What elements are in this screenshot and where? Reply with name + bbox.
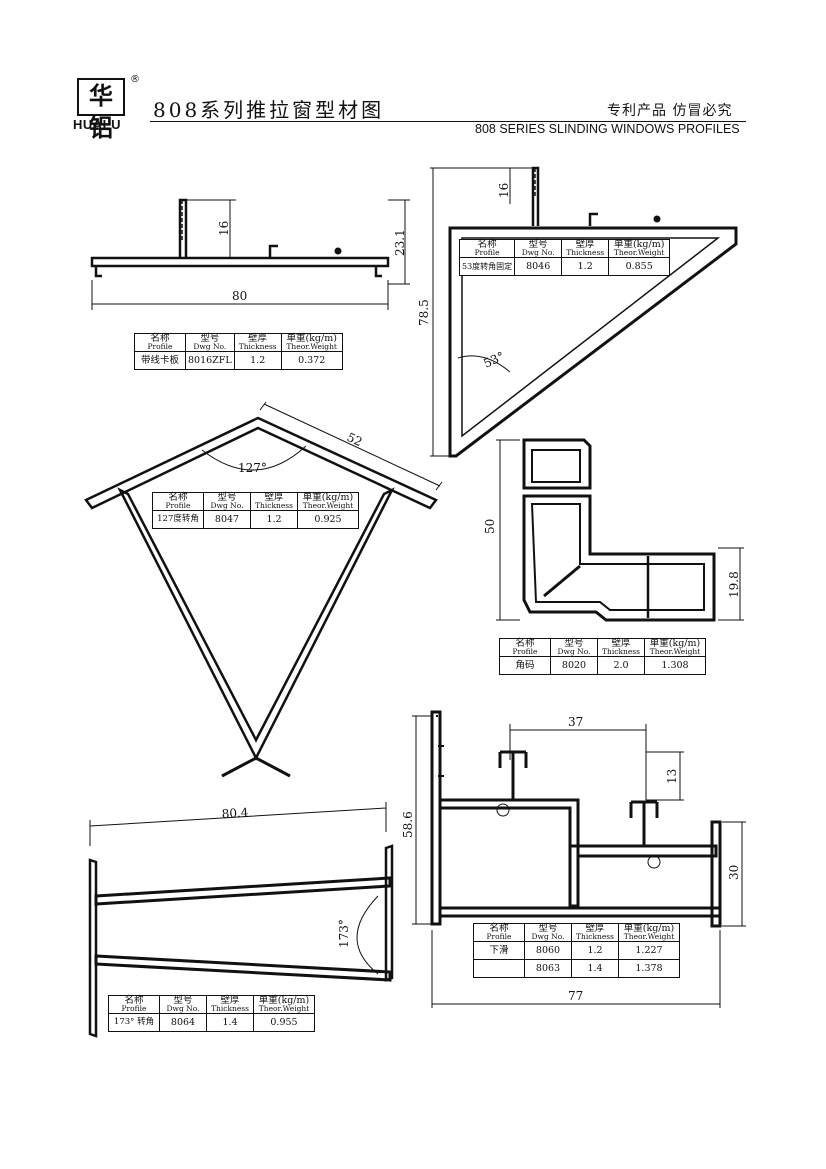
profile-8016zfl-drawing (90, 198, 410, 310)
title-rule (150, 121, 746, 122)
brand-name: HUALU (73, 117, 121, 132)
dim-8016-height: 16 (217, 221, 231, 236)
profile-name: 下滑 (473, 941, 525, 960)
profile-8060-drawing (412, 710, 746, 1008)
weight: 0.955 (253, 1013, 315, 1032)
dim-8046-total-height: 78.5 (417, 299, 431, 326)
thickness: 1.4 (571, 959, 619, 978)
dim-8016-total-height: 23.1 (393, 229, 407, 256)
page-title: 808系列推拉窗型材图 (153, 98, 385, 122)
weight: 0.925 (297, 510, 359, 529)
profile-name: 127度转角 (152, 510, 204, 529)
weight: 0.372 (280, 351, 343, 370)
profile-8020-drawing (496, 438, 744, 622)
profile-name: 173° 转角 (108, 1013, 160, 1032)
dwg-no: 8063 (524, 959, 572, 978)
weight: 1.227 (618, 941, 680, 960)
dim-8046-height: 16 (497, 183, 511, 198)
profile-8046-drawing (430, 166, 738, 458)
profile-name: 53度转角固定 (458, 257, 516, 276)
dim-8046-angle: 53° (481, 349, 506, 371)
thickness: 2.0 (597, 656, 645, 675)
profile-name (473, 959, 525, 978)
weight: 0.855 (608, 257, 671, 276)
dim-8060-height-small: 13 (665, 769, 679, 784)
weight: 1.308 (644, 656, 706, 675)
dwg-no: 8016ZFL (185, 351, 235, 370)
brand-logo: 华铝 (77, 78, 125, 142)
dwg-no: 8064 (159, 1013, 207, 1032)
dim-8047-side: 52 (345, 430, 365, 449)
patent-note: 专利产品 仿冒必究 (607, 103, 733, 119)
thickness: 1.2 (571, 941, 619, 960)
dwg-no: 8060 (524, 941, 572, 960)
profile-8064-drawing (88, 802, 394, 1038)
dwg-no: 8046 (514, 257, 563, 276)
dim-8047-angle: 127° (238, 461, 267, 475)
thickness: 1.2 (561, 257, 610, 276)
thickness: 1.4 (206, 1013, 254, 1032)
dim-8060-width: 77 (568, 989, 583, 1003)
dim-8064-width: 80.4 (221, 805, 249, 821)
dim-8020-height: 50 (483, 519, 497, 534)
dim-8016-width: 80 (232, 289, 247, 303)
profile-name: 角码 (499, 656, 551, 675)
dim-8060-height: 58.6 (401, 811, 415, 838)
thickness: 1.2 (250, 510, 298, 529)
weight: 1.378 (618, 959, 680, 978)
dwg-no: 8020 (550, 656, 598, 675)
page-subtitle: 808 SERIES SLINDING WINDOWS PROFILES (475, 122, 740, 136)
registered-mark: ® (130, 74, 140, 85)
dim-8060-width-top: 37 (568, 715, 583, 729)
dim-8064-angle: 173° (337, 919, 351, 948)
thickness: 1.2 (233, 351, 282, 370)
dim-8020-side: 19.8 (727, 571, 741, 598)
profile-8047-drawing (84, 401, 443, 778)
dwg-no: 8047 (203, 510, 251, 529)
dim-8060-side: 30 (727, 865, 741, 880)
profile-name: 带线卡板 (134, 351, 186, 370)
